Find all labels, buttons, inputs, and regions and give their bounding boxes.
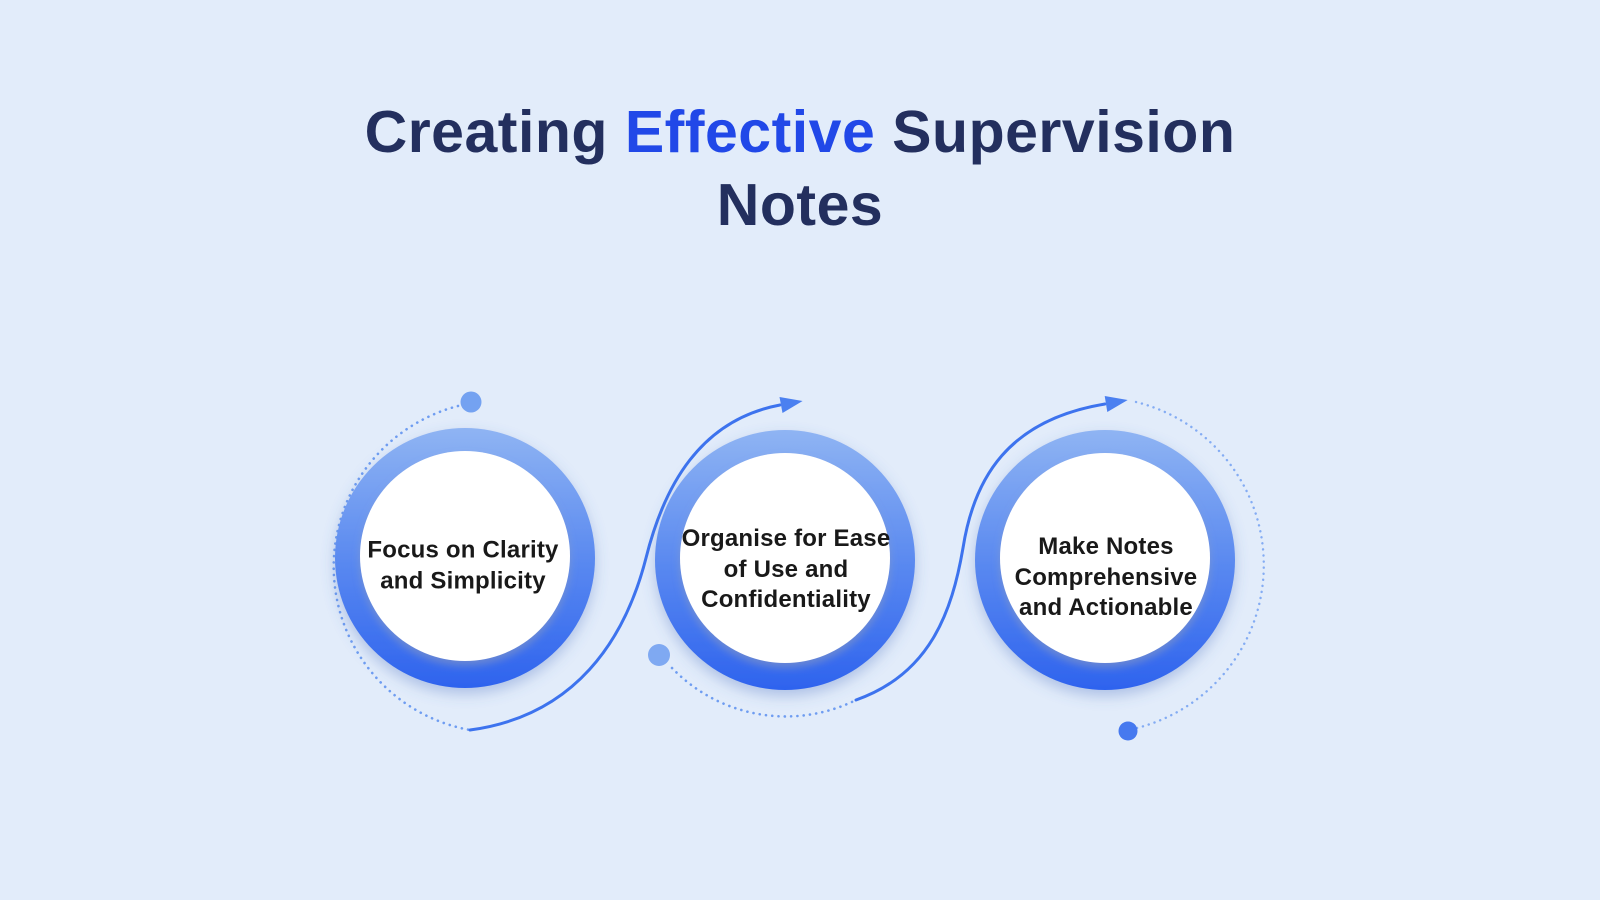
connector-1-solid-line (468, 403, 782, 732)
connector-2-arrowhead-icon (1104, 396, 1128, 412)
start-dot (460, 391, 482, 413)
title-highlight: Effective (624, 99, 876, 165)
connector-2-dotted-arc (670, 666, 858, 718)
title-suffix: Supervision (875, 99, 1236, 165)
connector-1-arrowhead-icon (779, 397, 803, 413)
title-prefix: Creating (364, 99, 625, 165)
end-dot (1118, 721, 1138, 741)
step-2-inner-circle (680, 453, 890, 663)
step-1-inner-circle (360, 451, 570, 661)
step-3-inner-circle (1000, 453, 1210, 663)
connector-2-solid-line (854, 402, 1107, 702)
step-2-label: Organise for Ease of Use and Confidentia… (681, 524, 891, 614)
mid-dot (648, 644, 670, 666)
step-3-label: Make Notes Comprehensive and Actionable (1014, 532, 1198, 622)
step-1-label: Focus on Clarity and Simplicity (367, 536, 559, 594)
title-line2: Notes (716, 172, 884, 239)
